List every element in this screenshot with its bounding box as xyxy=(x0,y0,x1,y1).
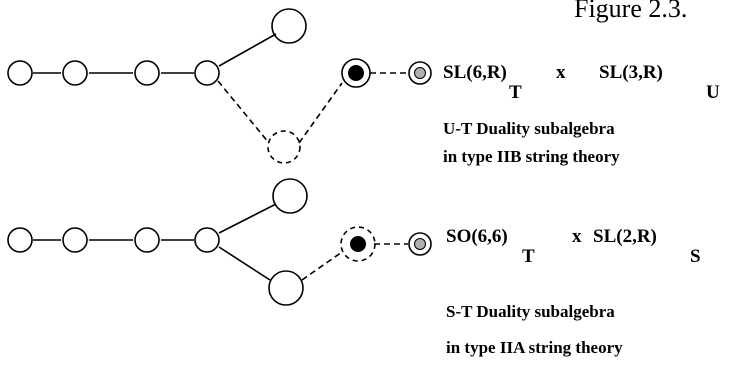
top-node-4 xyxy=(194,60,220,86)
bottom-link-dashed-1 xyxy=(301,251,343,281)
bottom-node-1 xyxy=(7,227,33,253)
top-node-2 xyxy=(62,60,88,86)
top-link-dashed-2 xyxy=(298,82,343,144)
top-group-left: SL(6,R) xyxy=(443,62,507,83)
bottom-node-filled-center xyxy=(350,236,366,252)
top-node-5 xyxy=(271,8,307,44)
top-node-3 xyxy=(134,60,160,86)
bottom-group-right: SL(2,R) xyxy=(593,226,657,247)
bottom-link-4 xyxy=(218,203,277,234)
top-node-ring-filled xyxy=(341,58,371,88)
bottom-link-5 xyxy=(218,246,271,281)
bottom-node-5 xyxy=(272,178,308,214)
bottom-node-grey-center xyxy=(414,238,426,250)
top-node-dashed xyxy=(267,130,301,164)
top-sub-left: T xyxy=(509,82,522,103)
bottom-node-4 xyxy=(194,227,220,253)
top-node-filled-center xyxy=(348,65,364,81)
figure-label: Figure 2.3. xyxy=(574,0,688,23)
bottom-node-dashed-ring xyxy=(340,226,376,262)
top-node-ring-grey xyxy=(408,61,432,85)
bottom-caption-line2: in type IIA string theory xyxy=(446,338,623,357)
bottom-node-3 xyxy=(134,227,160,253)
bottom-node-ring-grey xyxy=(408,232,432,256)
bottom-times: x xyxy=(572,226,582,247)
top-times: x xyxy=(556,62,566,83)
bottom-sub-left: T xyxy=(522,246,535,267)
top-group-right: SL(3,R) xyxy=(599,62,663,83)
top-caption-line2: in type IIB string theory xyxy=(443,147,620,166)
top-node-1 xyxy=(7,60,33,86)
bottom-node-6 xyxy=(268,270,304,306)
bottom-node-2 xyxy=(62,227,88,253)
top-node-grey-center xyxy=(414,67,426,79)
bottom-caption-line1: S-T Duality subalgebra xyxy=(446,302,615,321)
top-link-4 xyxy=(218,33,277,67)
top-link-dashed-1 xyxy=(217,80,270,144)
bottom-sub-right: S xyxy=(690,246,701,267)
top-sub-right: U xyxy=(706,82,720,103)
bottom-group-left: SO(6,6) xyxy=(446,226,508,247)
top-caption-line1: U-T Duality subalgebra xyxy=(443,119,615,138)
